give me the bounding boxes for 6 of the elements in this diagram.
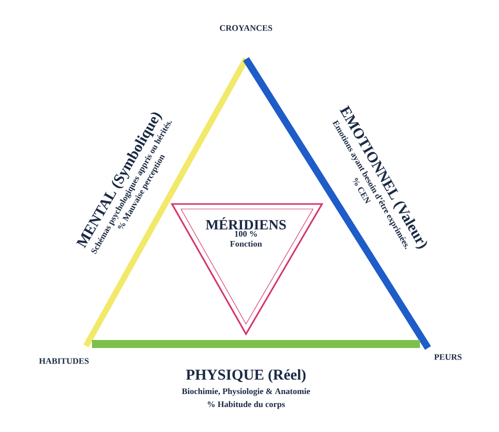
side-text: Biochimie, Physiologie & Anatomie <box>182 388 310 396</box>
vertex-label: HABITUDES <box>39 358 89 364</box>
side-text: % Habitude du corps <box>208 401 285 409</box>
side-title: PHYSIQUE (Réel) <box>186 369 306 383</box>
vertex-label: CROYANCES <box>220 25 272 31</box>
vertex-label: PEURS <box>434 354 462 360</box>
